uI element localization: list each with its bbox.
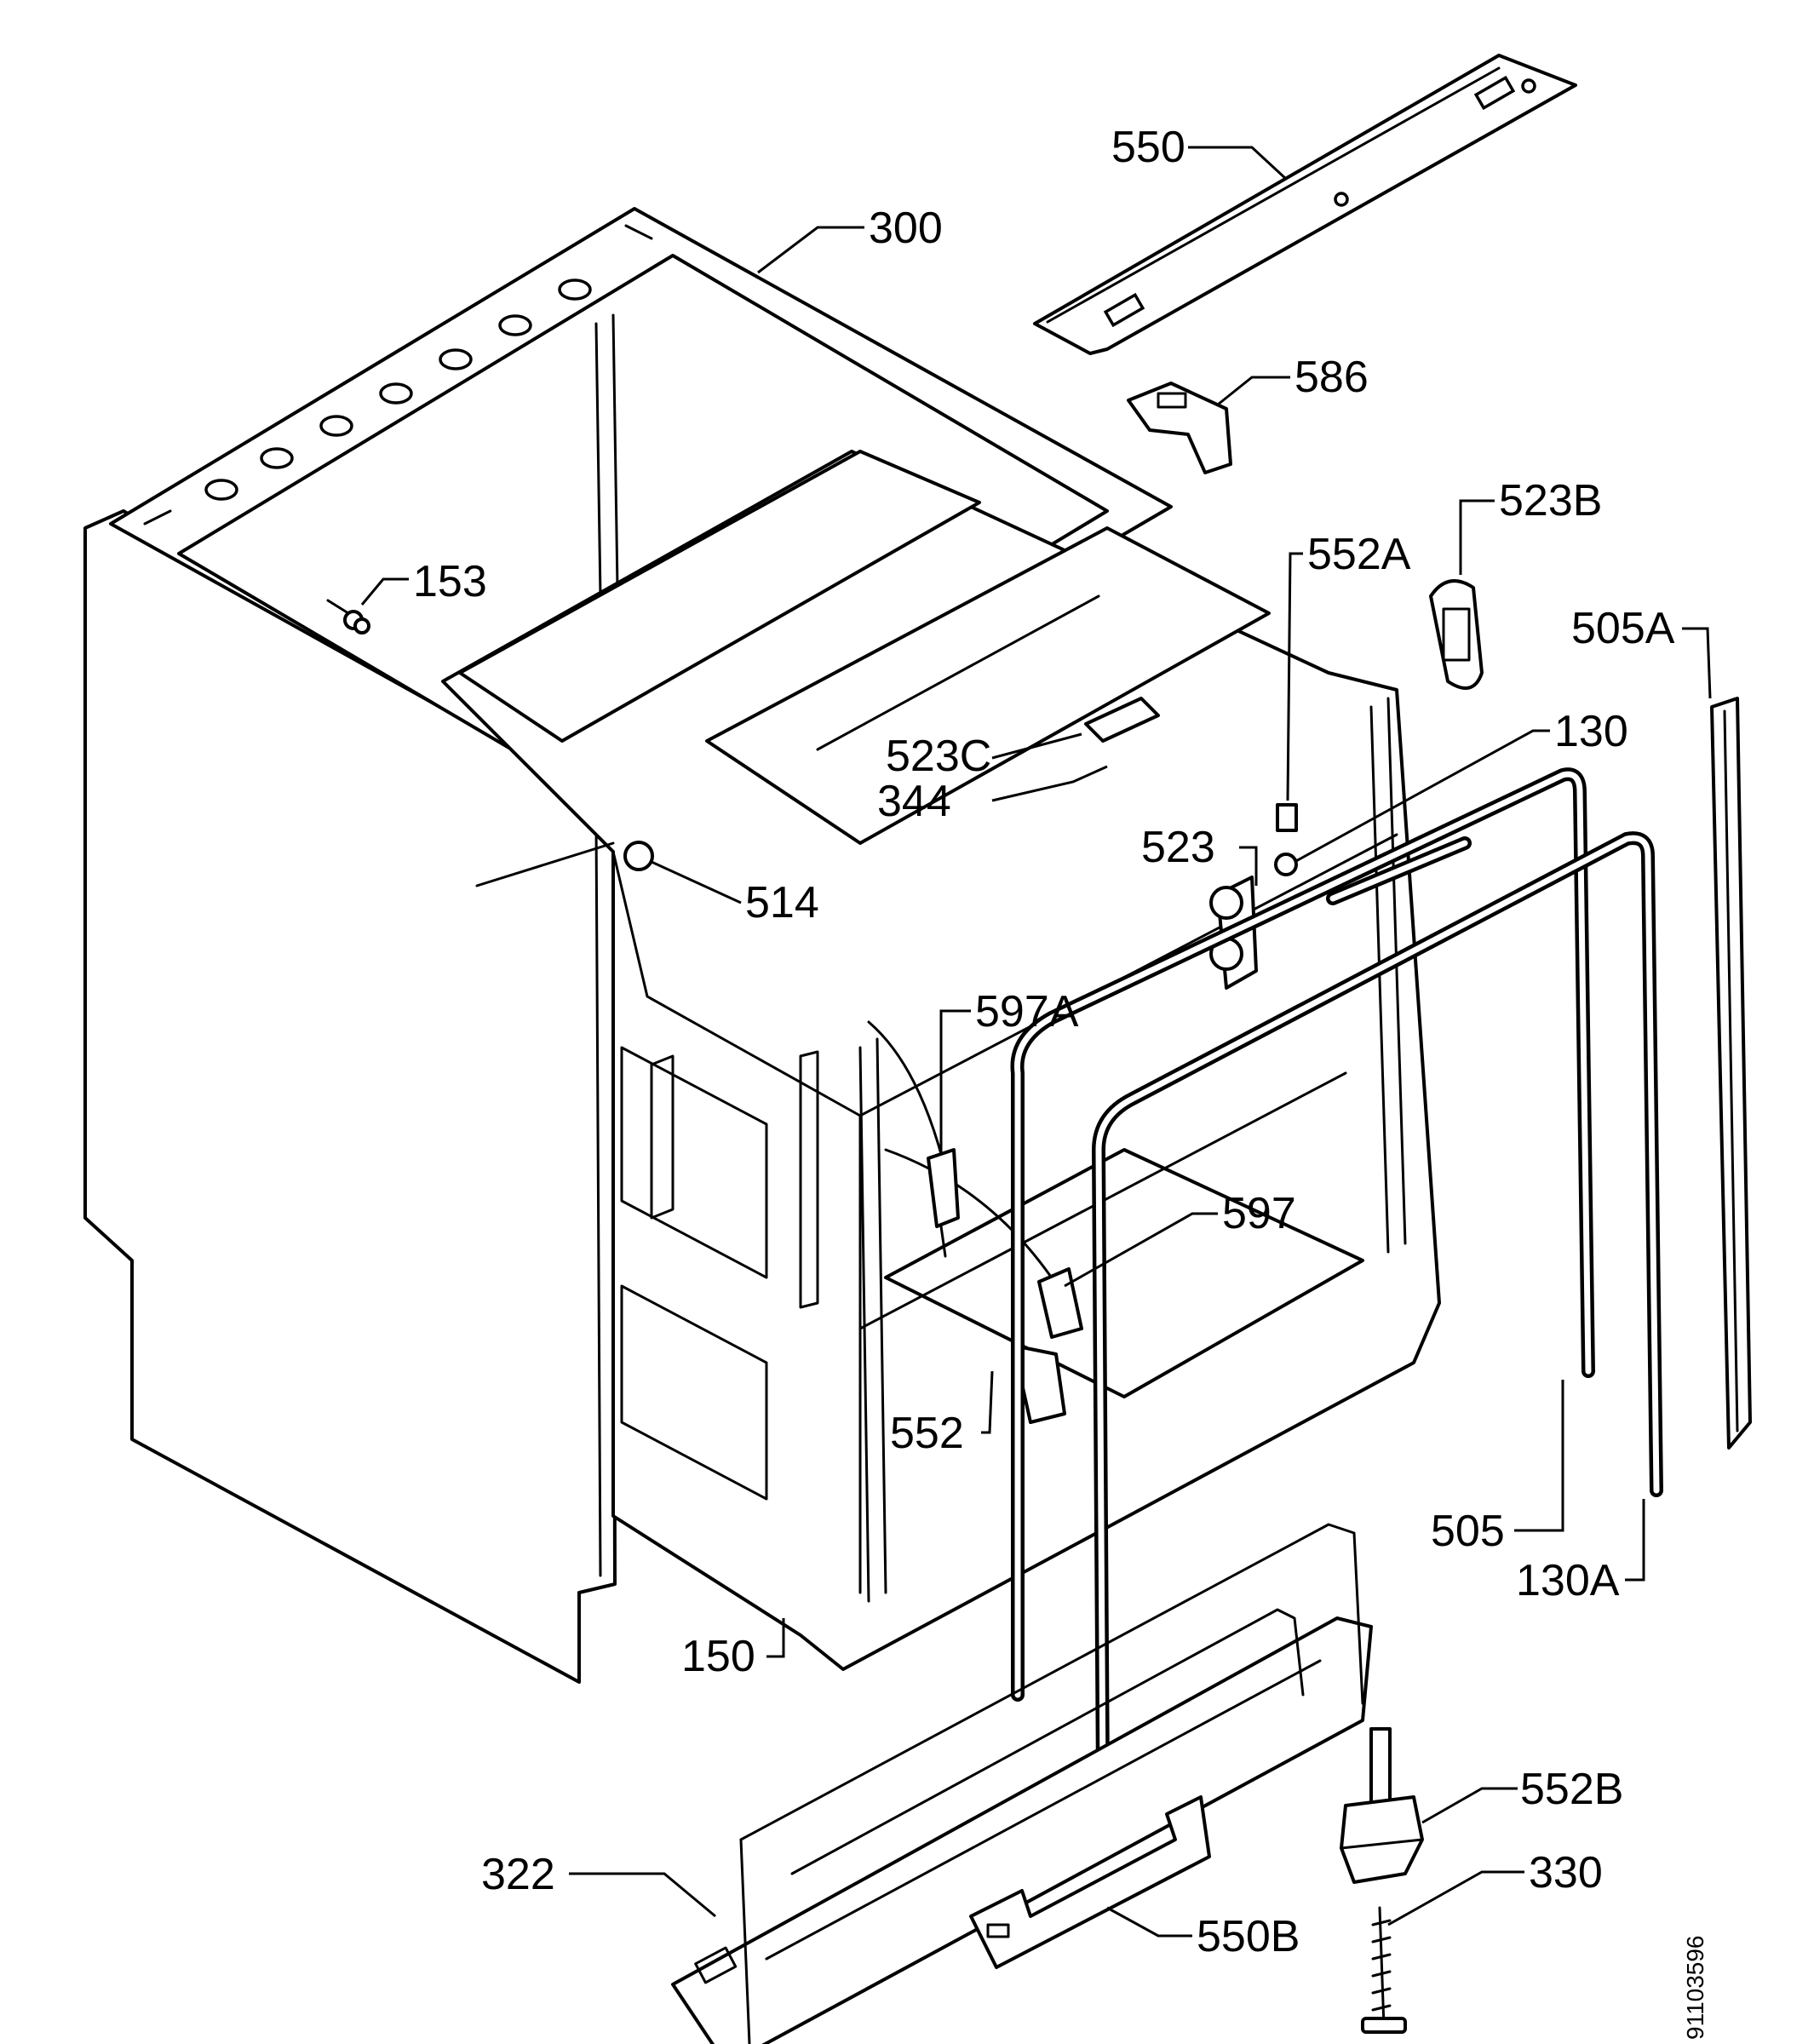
label-153: 153 xyxy=(413,557,487,606)
label-550: 550 xyxy=(1111,123,1185,172)
screw xyxy=(1276,803,1298,832)
part-labels: 550 300 586 523B 153 552A 505A 130 523C … xyxy=(413,123,1675,1961)
label-550b: 550B xyxy=(1197,1912,1300,1961)
label-150: 150 xyxy=(681,1632,755,1681)
label-552b: 552B xyxy=(1520,1765,1623,1814)
latch-plate xyxy=(1084,697,1160,743)
bolt xyxy=(326,599,370,634)
hinge-bracket xyxy=(1429,579,1484,690)
label-130a: 130A xyxy=(1516,1556,1620,1605)
label-344: 344 xyxy=(877,777,951,826)
label-523: 523 xyxy=(1141,823,1215,872)
latch-hook xyxy=(927,1148,960,1258)
label-330: 330 xyxy=(1529,1848,1603,1898)
label-322: 322 xyxy=(481,1850,555,1899)
leader-lines xyxy=(360,146,1712,1938)
front-frame-edges xyxy=(858,697,1407,1603)
bracket xyxy=(1127,382,1232,474)
label-505: 505 xyxy=(1431,1507,1505,1556)
label-586: 586 xyxy=(1294,353,1369,402)
lower-bracket xyxy=(969,1795,1211,1969)
lower-latch xyxy=(1012,1344,1066,1424)
label-514: 514 xyxy=(745,878,819,927)
o-ring xyxy=(1274,853,1298,876)
gasket-505 xyxy=(1010,767,1595,1702)
document-number: 91103596 xyxy=(1682,1936,1708,2041)
top-plate xyxy=(1033,54,1577,355)
leveling-screw xyxy=(1361,1906,1407,2034)
label-552a: 552A xyxy=(1307,530,1411,579)
gasket-505a xyxy=(1710,697,1752,1450)
base-rail xyxy=(671,1523,1373,2044)
top-frame xyxy=(109,207,1173,819)
corner-nut xyxy=(623,841,654,871)
label-130: 130 xyxy=(1554,707,1628,756)
label-523c: 523C xyxy=(886,732,991,781)
label-597a: 597A xyxy=(975,987,1079,1036)
adjustable-foot xyxy=(1340,1727,1424,1884)
gasket-130a xyxy=(1092,831,1663,1787)
label-505a: 505A xyxy=(1571,604,1675,653)
label-300: 300 xyxy=(869,204,943,253)
label-523b: 523B xyxy=(1499,476,1602,525)
label-597: 597 xyxy=(1222,1189,1296,1238)
gasket-130 xyxy=(1326,836,1472,905)
gasket-holder xyxy=(1037,1267,1083,1339)
label-552: 552 xyxy=(890,1409,964,1458)
